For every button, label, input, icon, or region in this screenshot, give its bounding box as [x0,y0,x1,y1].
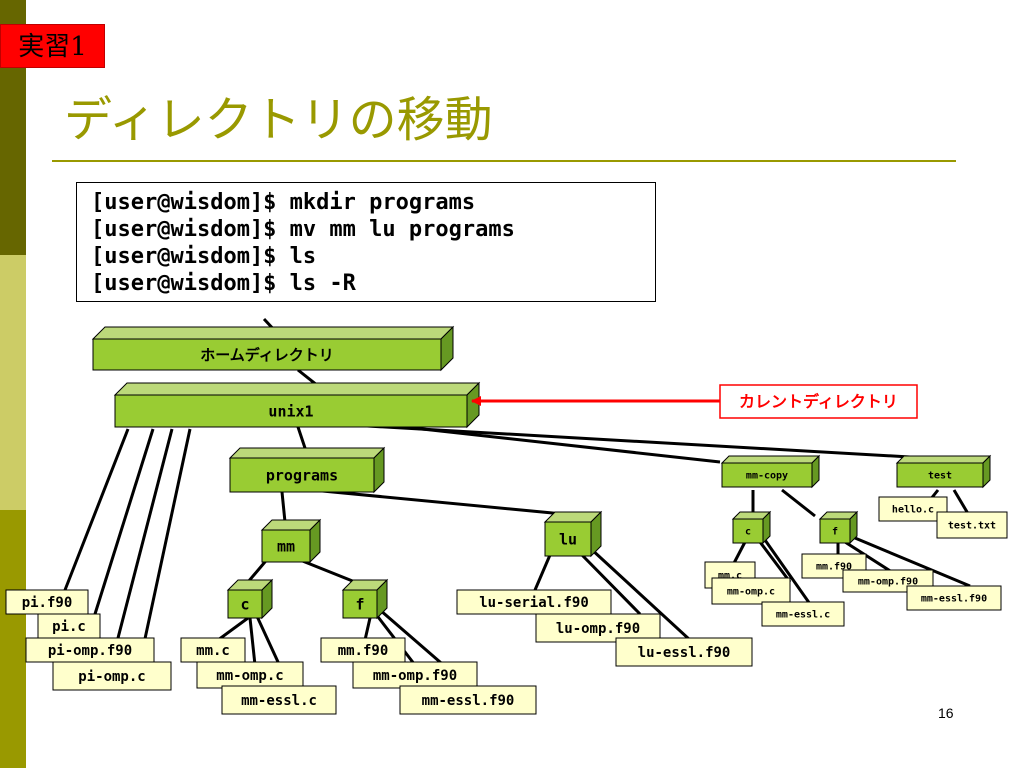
terminal-line: [user@wisdom]$ mv mm lu programs [91,217,515,242]
dir-unix1[interactable]: unix1 [113,381,481,429]
tree-edge [758,541,792,583]
dir-mm-label: mm [277,537,295,555]
current-dir-label: カレントディレクトリ [739,392,898,411]
file-s-mm-omp-c-label: mm-omp.c [727,587,775,598]
file-s-mm-omp-f90-label: mm-omp.f90 [858,577,918,588]
tree-edge [854,536,971,588]
file-mm-essl-f90[interactable]: mm-essl.f90 [399,685,537,715]
file-pi-c-label: pi.c [52,619,86,635]
file-mm-c-label: mm.c [196,643,230,659]
dir-f-small-label: f [832,527,838,538]
terminal-line: [user@wisdom]$ mkdir programs [91,190,476,215]
terminal-box: [user@wisdom]$ mkdir programs [user@wisd… [76,182,656,302]
file-pi-omp-c[interactable]: pi-omp.c [52,661,172,691]
exercise-tag: 実習1 [0,24,105,68]
file-pi-omp-f90-label: pi-omp.f90 [48,643,132,659]
dir-f-small[interactable]: f [818,510,859,545]
file-lu-serial[interactable]: lu-serial.f90 [456,589,612,615]
tree-edge [763,539,812,605]
file-mm-essl-c[interactable]: mm-essl.c [221,685,337,715]
dir-home-label: ホームディレクトリ [200,346,334,364]
dir-programs-label: programs [266,466,338,484]
tree-edge [394,424,721,464]
tree-edge [299,558,356,584]
tree-edge [296,426,307,449]
page-title: ディレクトリの移動 [64,92,493,148]
dir-f[interactable]: f [341,578,389,620]
tree-edge [311,488,564,516]
file-mm-omp-f90[interactable]: mm-omp.f90 [352,661,478,689]
file-pi-c[interactable]: pi.c [37,613,101,639]
tree-edge [248,617,257,666]
tree-edge [781,488,816,518]
file-mm-f90-label: mm.f90 [338,643,389,659]
tree-edge [731,541,747,566]
tree-edge [533,554,552,591]
file-hello-c[interactable]: hello.c [878,496,948,522]
sidebar-strip-light [0,255,26,510]
file-mm-essl-c-label: mm-essl.c [241,693,317,709]
file-lu-serial-label: lu-serial.f90 [479,595,589,611]
terminal-line: [user@wisdom]$ ls -R [91,271,356,296]
file-pi-omp-f90[interactable]: pi-omp.f90 [25,637,155,663]
file-mm-essl-f90-label: mm-essl.f90 [422,693,515,709]
dir-mm[interactable]: mm [260,518,322,564]
file-mm-f90[interactable]: mm.f90 [320,637,406,663]
file-lu-essl[interactable]: lu-essl.f90 [615,637,753,667]
file-pi-f90-label: pi.f90 [22,595,73,611]
file-lu-omp[interactable]: lu-omp.f90 [535,613,661,643]
tree-edge [93,428,155,615]
dir-test-label: test [928,471,952,482]
file-s-mm-essl-f90[interactable]: mm-essl.f90 [906,585,1002,611]
dir-c[interactable]: c [226,578,274,620]
tree-edge [63,428,130,591]
file-s-mm-omp-c[interactable]: mm-omp.c [711,577,791,605]
dir-f-label: f [355,595,364,613]
dir-c-small[interactable]: c [731,510,772,545]
dir-mm-copy[interactable]: mm-copy [720,454,821,489]
tree-edge [588,546,692,642]
sidebar-strip-mid [0,510,26,768]
dir-programs[interactable]: programs [228,446,386,494]
file-s-mm-essl-c-label: mm-essl.c [776,610,830,621]
file-mm-c[interactable]: mm.c [180,637,246,663]
file-lu-essl-label: lu-essl.f90 [638,645,731,661]
tree-edge [578,551,642,616]
dir-c-small-label: c [745,527,751,538]
file-mm-omp-c[interactable]: mm-omp.c [196,661,304,689]
tree-edge [138,428,192,663]
terminal-line: [user@wisdom]$ ls [91,244,317,269]
file-test-txt-label: test.txt [948,521,996,532]
tree-edge [844,540,896,576]
dir-test[interactable]: test [895,454,992,489]
slide-number: 16 [938,705,954,721]
file-pi-omp-c-label: pi-omp.c [78,669,145,685]
tree-edge [280,491,287,523]
dir-lu[interactable]: lu [543,510,603,558]
file-mm-omp-f90-label: mm-omp.f90 [373,668,457,684]
tree-edge [116,428,174,639]
file-s-mm-f90-label: mm.f90 [816,562,852,573]
file-test-txt[interactable]: test.txt [936,511,1008,539]
file-pi-f90[interactable]: pi.f90 [5,589,89,615]
current-dir-callout: カレントディレクトリ [719,384,918,419]
file-lu-omp-label: lu-omp.f90 [556,621,640,637]
file-s-mm-essl-c[interactable]: mm-essl.c [761,601,845,627]
file-hello-c-label: hello.c [892,505,934,516]
title-divider [52,160,956,162]
file-s-mm-c-label: mm.c [718,571,742,582]
tree-edge [217,616,249,642]
dir-lu-label: lu [559,530,577,548]
tree-edge [363,617,372,641]
dir-home[interactable]: ホームディレクトリ [91,325,455,372]
dir-unix1-label: unix1 [268,402,313,420]
dir-c-label: c [240,595,249,613]
dir-mm-copy-label: mm-copy [746,471,788,482]
file-s-mm-essl-f90-label: mm-essl.f90 [921,594,987,605]
file-mm-omp-c-label: mm-omp.c [216,668,283,684]
